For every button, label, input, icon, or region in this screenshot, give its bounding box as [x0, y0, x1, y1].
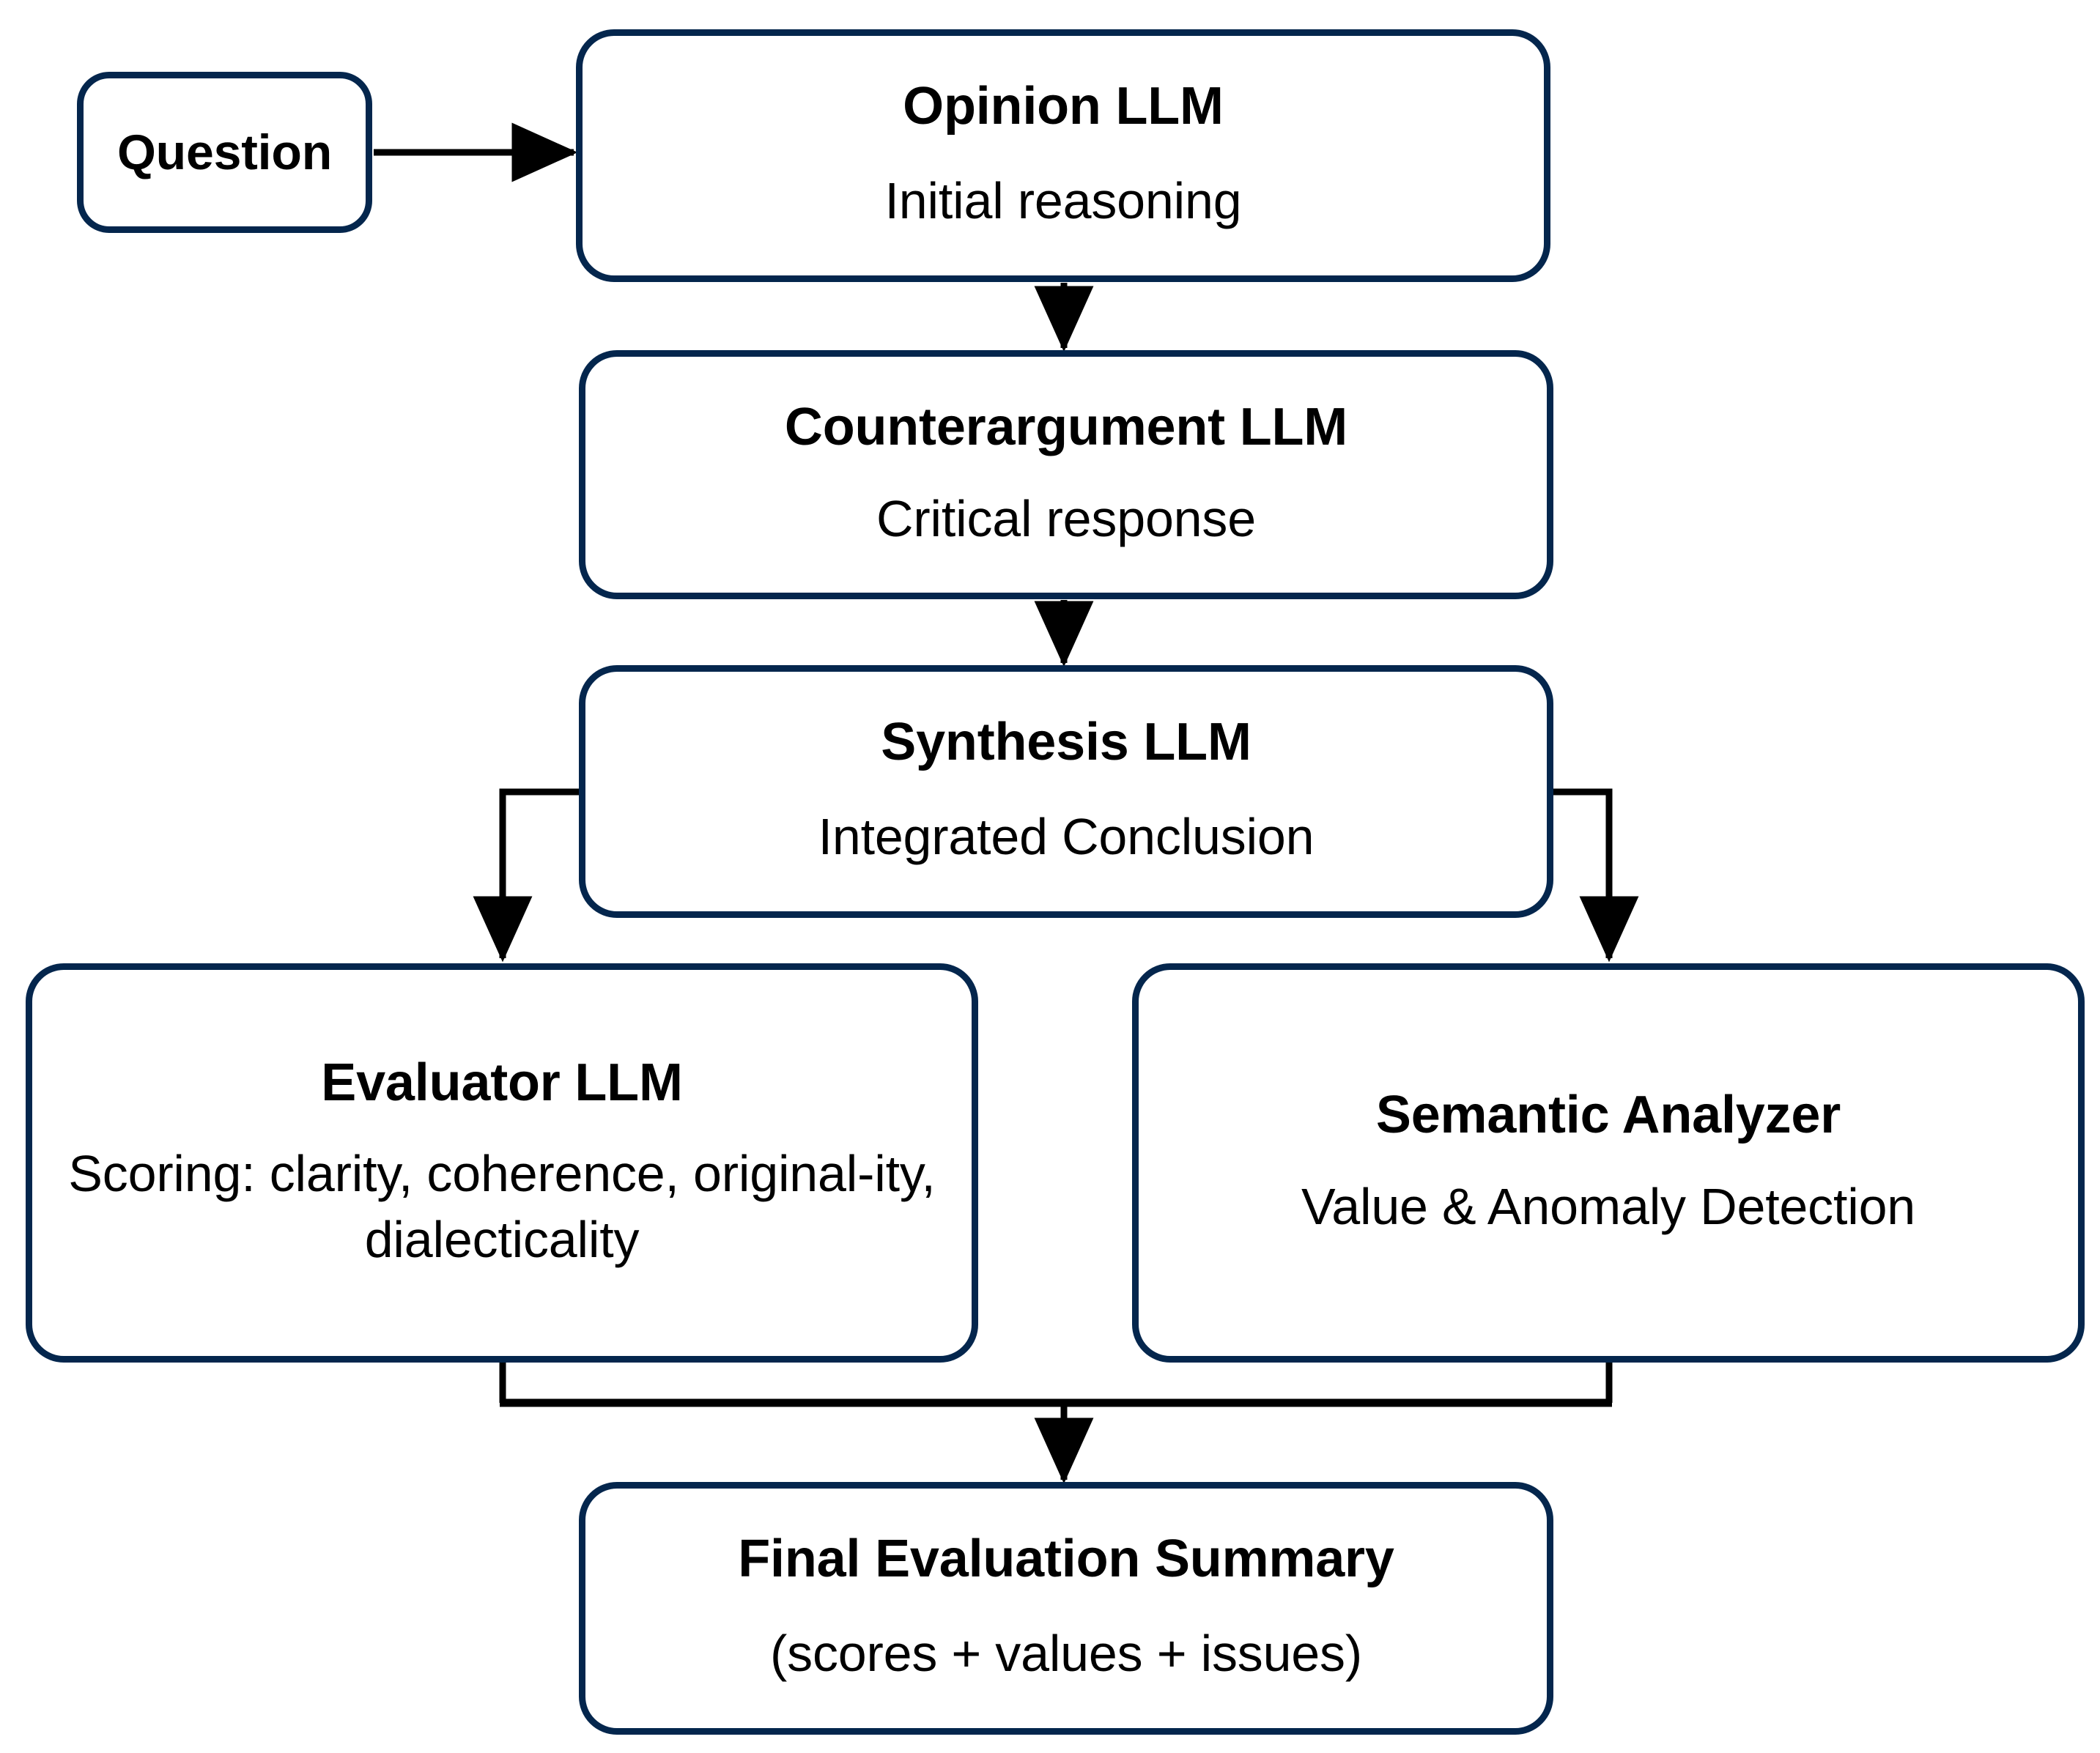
node-final-evaluation-summary-subtitle: (scores + values + issues) — [770, 1625, 1362, 1683]
edge-synthesis-to-evaluator — [473, 788, 579, 963]
node-final-evaluation-summary[interactable]: Final Evaluation Summary (scores + value… — [579, 1482, 1553, 1735]
node-counterargument-llm-title: Counterargument LLM — [784, 397, 1348, 456]
node-opinion-llm-subtitle: Initial reasoning — [884, 172, 1242, 230]
edge-synthesis-to-semantic — [1551, 788, 1639, 963]
node-synthesis-llm-title: Synthesis LLM — [881, 713, 1252, 772]
node-evaluator-llm-title: Evaluator LLM — [321, 1053, 683, 1112]
node-synthesis-llm-subtitle: Integrated Conclusion — [818, 808, 1315, 866]
node-final-evaluation-summary-title: Final Evaluation Summary — [738, 1530, 1394, 1589]
node-synthesis-llm[interactable]: Synthesis LLM Integrated Conclusion — [579, 665, 1553, 918]
node-opinion-llm-title: Opinion LLM — [903, 77, 1224, 136]
node-evaluator-llm[interactable]: Evaluator LLM Scoring: clarity, coherenc… — [26, 963, 978, 1363]
node-semantic-analyzer-subtitle: Value & Anomaly Detection — [1301, 1178, 1916, 1236]
node-question[interactable]: Question — [77, 72, 372, 233]
node-semantic-analyzer-title: Semantic Analyzer — [1375, 1086, 1841, 1145]
node-question-title: Question — [117, 124, 333, 180]
node-counterargument-llm[interactable]: Counterargument LLM Critical response — [579, 350, 1553, 599]
node-counterargument-llm-subtitle: Critical response — [876, 489, 1256, 547]
node-semantic-analyzer[interactable]: Semantic Analyzer Value & Anomaly Detect… — [1132, 963, 2085, 1363]
node-evaluator-llm-subtitle: Scoring: clarity, coherence, original-it… — [68, 1145, 936, 1268]
node-opinion-llm[interactable]: Opinion LLM Initial reasoning — [576, 29, 1550, 282]
